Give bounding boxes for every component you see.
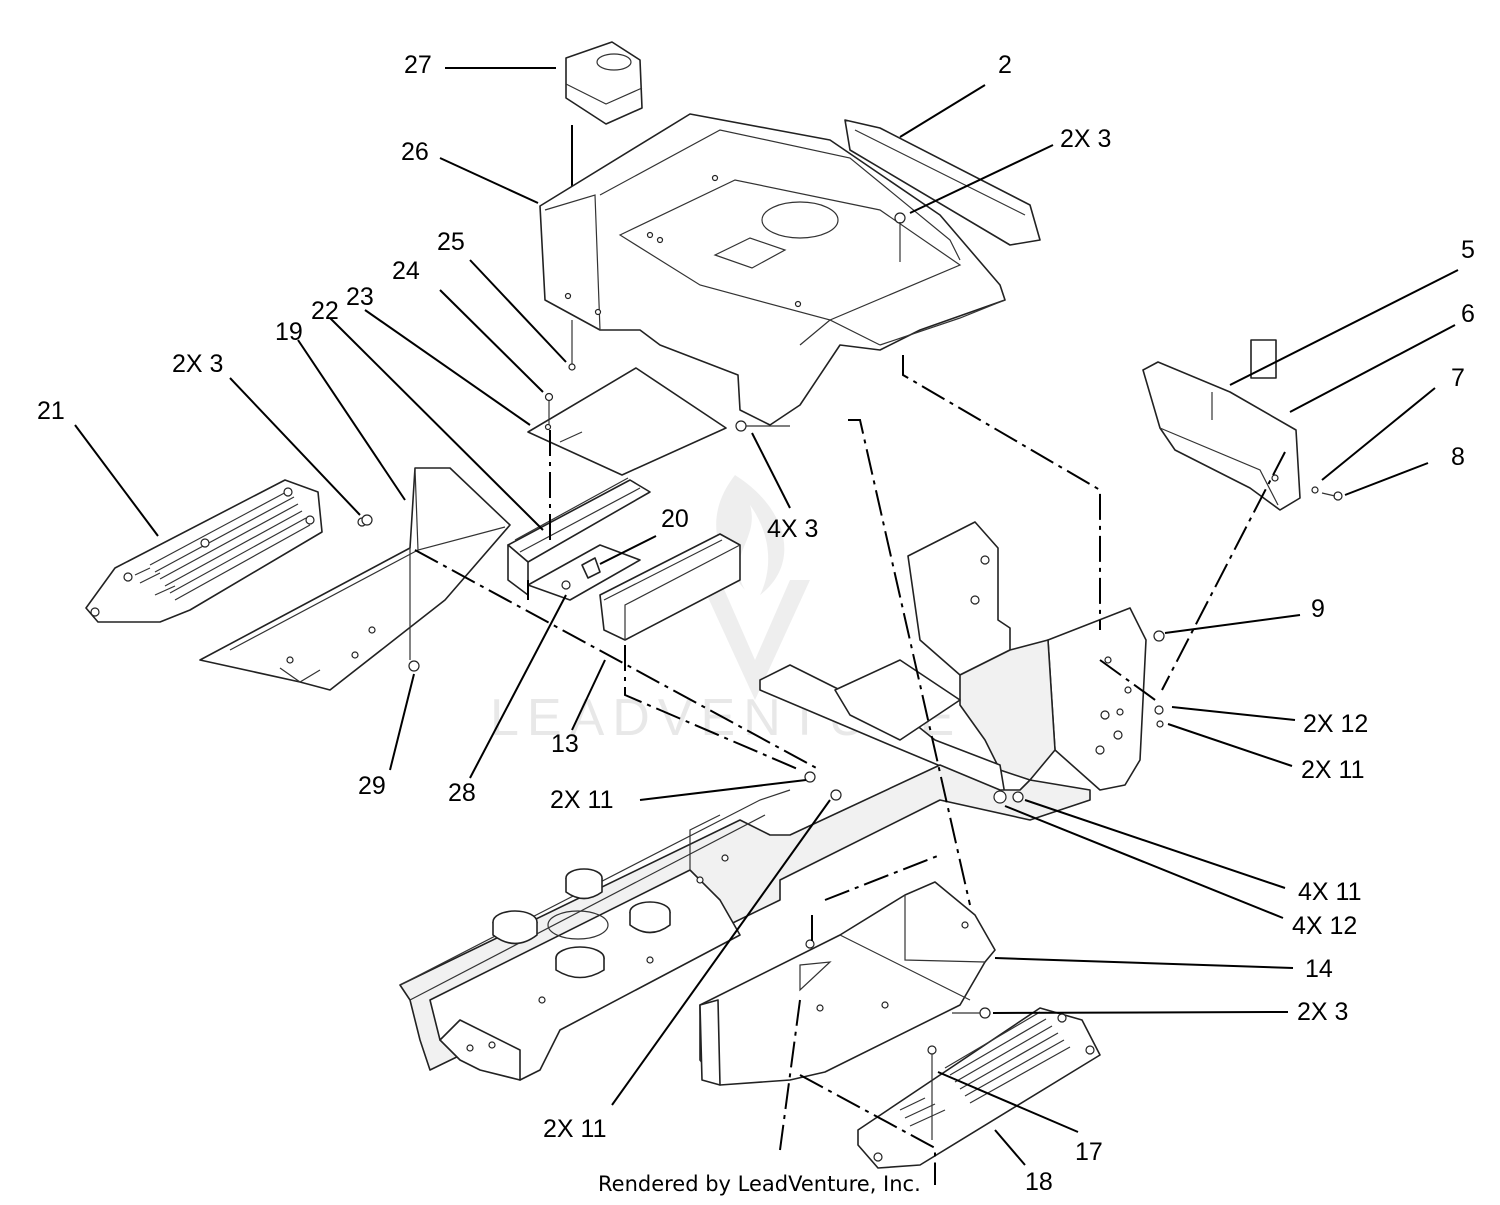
part-26-hood <box>539 113 1006 426</box>
callout-18: 18 <box>1025 1168 1053 1196</box>
callout-2x11-bottom: 2X 11 <box>543 1115 606 1143</box>
callout-6: 6 <box>1461 300 1475 328</box>
callout-26: 26 <box>401 138 429 166</box>
callout-2x12: 2X 12 <box>1303 710 1368 738</box>
callout-labels: 27 2 26 2X 3 25 24 23 22 19 2X 3 21 20 4… <box>37 51 1475 1196</box>
part-23-plate <box>527 367 727 476</box>
callout-13: 13 <box>551 730 579 758</box>
callout-23: 23 <box>346 283 374 311</box>
part-25-screw <box>568 320 576 371</box>
callout-7: 7 <box>1451 364 1465 392</box>
part-7-washer <box>1311 486 1319 494</box>
callout-5: 5 <box>1461 236 1475 264</box>
part-24-screw <box>544 392 554 425</box>
part-3-bolt-hood <box>894 212 906 262</box>
callout-2x3-left: 2X 3 <box>172 350 223 378</box>
part-5-decal <box>1250 339 1277 379</box>
part-22-channel <box>507 477 651 596</box>
leader-lines <box>74 67 1459 1166</box>
part-18-footrest-right <box>857 1007 1101 1169</box>
callout-21: 21 <box>37 397 65 425</box>
part-8-screw <box>1321 491 1343 501</box>
alignment-lines <box>414 355 1286 1185</box>
pedestal-frame <box>907 521 1147 791</box>
callout-4x12: 4X 12 <box>1292 912 1357 940</box>
callout-2x11-right: 2X 11 <box>1301 756 1364 784</box>
part-21-footrest-left <box>85 479 323 623</box>
callout-2: 2 <box>998 51 1012 79</box>
part-13-cover <box>599 533 741 641</box>
callout-2x11-mid: 2X 11 <box>550 786 613 814</box>
callout-28: 28 <box>448 779 476 807</box>
main-frame <box>399 659 1091 1081</box>
callout-14: 14 <box>1305 955 1333 983</box>
part-6-panel <box>1142 361 1301 511</box>
callout-29: 29 <box>358 772 386 800</box>
callout-20: 20 <box>661 505 689 533</box>
part-29-nut <box>408 660 420 672</box>
part-3-bolt-right <box>952 1007 991 1019</box>
callout-9: 9 <box>1311 595 1325 623</box>
callout-22: 22 <box>311 297 339 325</box>
callout-2x3-top: 2X 3 <box>1060 125 1111 153</box>
callout-24: 24 <box>392 257 420 285</box>
callout-25: 25 <box>437 228 465 256</box>
part-27-cup-holder <box>565 41 643 125</box>
part-20-clip <box>581 557 601 579</box>
part-14-floor-pan-right <box>699 881 996 1086</box>
part-2-trim-strip <box>844 119 1041 246</box>
callout-27: 27 <box>404 51 432 79</box>
callout-8: 8 <box>1451 443 1465 471</box>
callout-4x3: 4X 3 <box>767 515 818 543</box>
callout-2x3-bottom: 2X 3 <box>1297 998 1348 1026</box>
callout-19: 19 <box>275 318 303 346</box>
callout-4x11: 4X 11 <box>1298 878 1361 906</box>
part-3-bolt-hood-side <box>735 420 790 432</box>
rendered-by-footer: Rendered by LeadVenture, Inc. <box>598 1172 921 1196</box>
fasteners <box>361 514 1165 949</box>
callout-17: 17 <box>1075 1138 1103 1166</box>
part-19-floor-pan-left <box>199 467 511 691</box>
part-17-screw <box>927 1045 937 1140</box>
